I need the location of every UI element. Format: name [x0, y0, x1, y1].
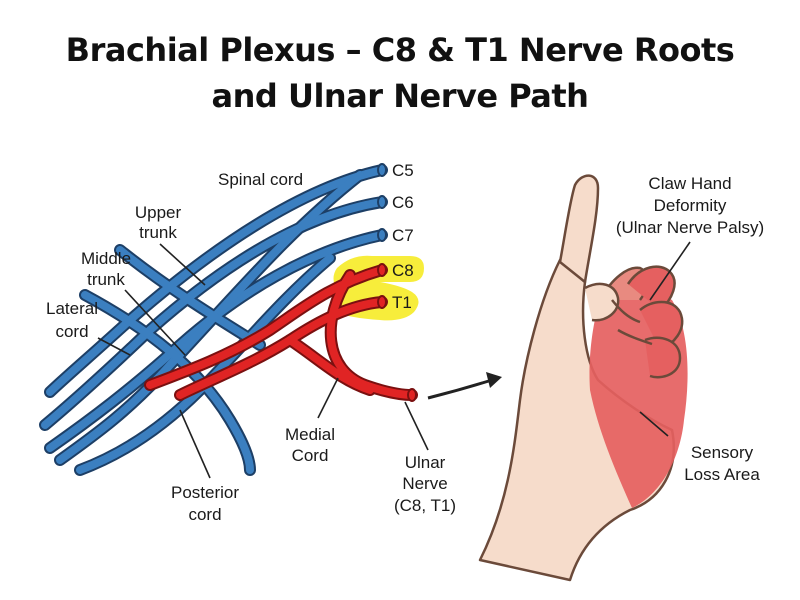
label-lateral-cord-1: Lateral [46, 299, 98, 318]
title-line-2: and Ulnar Nerve Path [211, 77, 589, 115]
structure-labels: Spinal cord Upper trunk Middle trunk Lat… [46, 170, 764, 524]
root-labels: C5 C6 C7 C8 T1 [392, 161, 414, 312]
label-middle-trunk-2: trunk [87, 270, 125, 289]
label-t1: T1 [392, 293, 412, 312]
label-medial-cord-1: Medial [285, 425, 335, 444]
label-sensory-loss-2: Loss Area [684, 465, 760, 484]
label-spinal-cord: Spinal cord [218, 170, 303, 189]
label-upper-trunk-2: trunk [139, 223, 177, 242]
label-upper-trunk-1: Upper [135, 203, 182, 222]
label-middle-trunk-1: Middle [81, 249, 131, 268]
label-sensory-loss-1: Sensory [691, 443, 754, 462]
label-claw-hand-1: Claw Hand [648, 174, 731, 193]
arrow-to-hand [427, 372, 502, 400]
label-posterior-cord-2: cord [188, 505, 221, 524]
label-medial-cord-2: Cord [292, 446, 329, 465]
label-ulnar-nerve-1: Ulnar [405, 453, 446, 472]
label-c8: C8 [392, 261, 414, 280]
title-line-1: Brachial Plexus – C8 & T1 Nerve Roots [65, 31, 735, 69]
leader-lines [97, 241, 691, 479]
label-c7: C7 [392, 226, 414, 245]
label-c5: C5 [392, 161, 414, 180]
label-ulnar-nerve-3: (C8, T1) [394, 496, 456, 515]
label-posterior-cord-1: Posterior [171, 483, 239, 502]
red-nerves [144, 263, 418, 402]
label-lateral-cord-2: cord [55, 322, 88, 341]
label-claw-hand-2: Deformity [654, 196, 727, 215]
label-c6: C6 [392, 193, 414, 212]
label-ulnar-nerve-2: Nerve [402, 474, 447, 493]
claw-hand [478, 174, 688, 582]
label-claw-hand-3: (Ulnar Nerve Palsy) [616, 218, 764, 237]
